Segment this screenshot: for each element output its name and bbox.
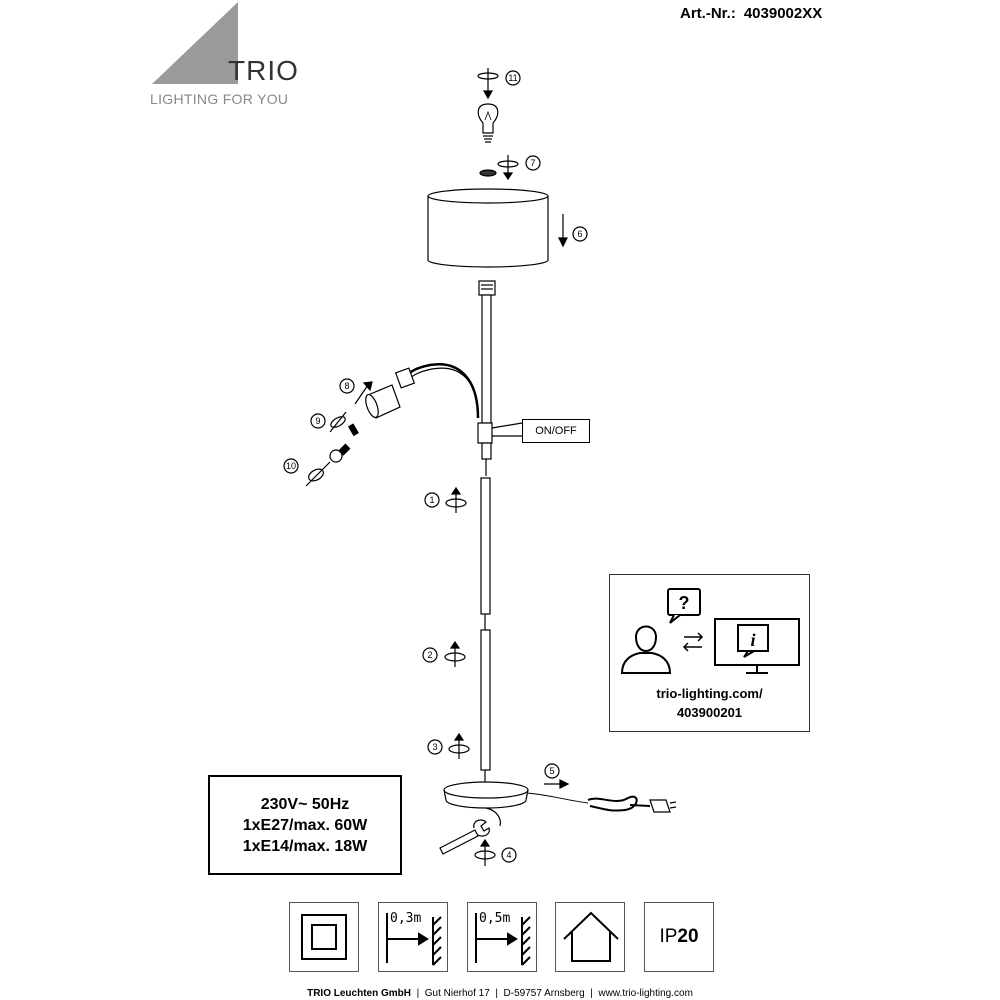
spec-voltage: 230V~ 50Hz: [260, 795, 350, 813]
exchange-arrows-icon: [682, 632, 704, 652]
support-url-line1: trio-lighting.com/: [656, 686, 763, 701]
small-bulb-icon: [329, 443, 351, 463]
wrench-icon: [439, 819, 490, 855]
rotate-arrow-icon-1: [445, 486, 467, 513]
svg-text:4: 4: [506, 850, 511, 860]
svg-text:7: 7: [530, 158, 535, 168]
svg-text:2: 2: [427, 650, 432, 660]
distance-symbol-1: 0,3m: [378, 902, 448, 972]
svg-text:3: 3: [432, 742, 437, 752]
support-url-line2: 403900201: [676, 705, 743, 720]
rotate-arrow-icon-2: [444, 640, 466, 667]
footer: TRIO Leuchten GmbH | Gut Nierhof 17 | D-…: [0, 988, 1000, 999]
distance-symbol-2: 0,5m: [467, 902, 537, 972]
shade-ring-icon: [479, 169, 497, 177]
svg-text:1: 1: [429, 495, 434, 505]
question-bubble-icon: ?: [667, 588, 701, 624]
brand-tagline: LIGHTING FOR YOU: [150, 91, 289, 107]
wall-distance-icon-1: [386, 913, 442, 966]
svg-text:9: 9: [315, 416, 320, 426]
switch-label: ON/OFF: [522, 419, 590, 443]
support-info-box: ? i trio-lighting.com/ 403900201: [609, 574, 810, 732]
rotate-arrow-icon-4: [474, 838, 496, 866]
article-label: Art.-Nr.:: [680, 5, 736, 22]
wall-distance-icon-2: [475, 913, 531, 966]
double-insulation-icon: [301, 914, 347, 960]
svg-text:5: 5: [549, 766, 554, 776]
svg-text:10: 10: [286, 461, 296, 471]
trio-logo-triangle: [152, 2, 238, 84]
rotate-arrow-icon-9: [329, 411, 347, 433]
brand-name: TRIO: [228, 55, 299, 86]
svg-text:i: i: [750, 630, 755, 650]
spec-socket-main: 1xE27/max. 60W: [242, 816, 368, 834]
distance-label-1: 0,3m: [390, 911, 422, 926]
flex-arm-icon: [394, 362, 480, 419]
ip-prefix: IP: [659, 926, 678, 947]
bulb-icon: [477, 103, 499, 143]
info-monitor-icon: i: [714, 618, 800, 674]
footer-web: www.trio-lighting.com: [598, 988, 693, 999]
footer-separator: |: [495, 988, 498, 999]
article-value: 4039002XX: [743, 5, 823, 22]
indoor-use-symbol: [555, 902, 625, 972]
svg-text:6: 6: [577, 229, 582, 239]
footer-city: D-59757 Arnsberg: [503, 988, 585, 999]
rotate-arrow-icon-3: [448, 732, 470, 759]
footer-company: TRIO Leuchten GmbH: [307, 988, 411, 999]
distance-label-2: 0,5m: [479, 911, 511, 926]
plug-icon: [649, 799, 677, 813]
ip-number: 20: [677, 926, 699, 947]
rotate-arrow-icon-7: [497, 155, 519, 181]
rotate-arrow-icon-10: [305, 461, 331, 487]
rotate-arrow-icon-11: [477, 68, 499, 100]
article-number: Art.-Nr.: 4039002XX: [680, 5, 822, 22]
double-insulation-symbol: [289, 902, 359, 972]
electrical-specs: 230V~ 50Hz 1xE27/max. 60W 1xE14/max. 18W: [208, 775, 402, 875]
reading-shade-icon: [365, 384, 401, 419]
lamp-base-icon: [443, 781, 529, 827]
spec-socket-reading: 1xE14/max. 18W: [242, 837, 368, 855]
footer-separator: |: [590, 988, 593, 999]
svg-text:8: 8: [344, 381, 349, 391]
svg-text:?: ?: [679, 593, 690, 613]
footer-separator: |: [416, 988, 420, 999]
house-icon: [563, 911, 619, 962]
footer-address: Gut Nierhof 17: [424, 988, 490, 999]
svg-text:11: 11: [508, 73, 517, 83]
lamp-shade-icon: [427, 188, 549, 268]
assembly-diagram: 11 7 6 8 9: [283, 68, 677, 866]
power-cord-icon: [587, 795, 651, 812]
person-icon: [620, 625, 672, 674]
